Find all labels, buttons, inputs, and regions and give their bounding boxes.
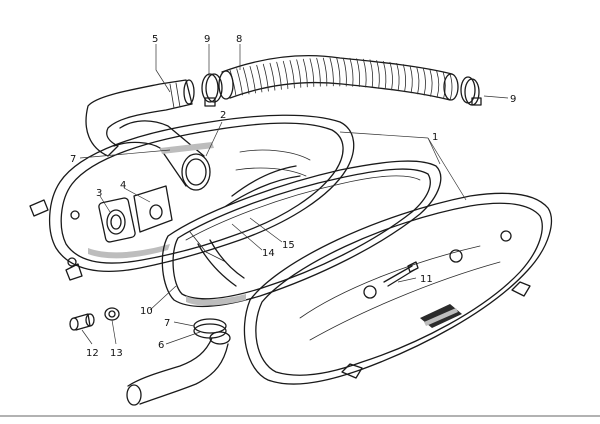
callout-5: 5 — [152, 34, 158, 45]
hose-clamp-left — [201, 73, 223, 107]
callout-9-right: 9 — [510, 94, 516, 105]
corrugated-hose — [218, 55, 459, 101]
callout-8: 8 — [236, 34, 242, 45]
callout-9-upper: 9 — [204, 34, 210, 45]
callout-14: 14 — [262, 248, 275, 259]
callout-3: 3 — [96, 188, 102, 199]
upper-housing-lid — [243, 192, 552, 385]
callout-6: 6 — [158, 340, 164, 351]
leader-lines — [0, 44, 600, 417]
connecting-tube — [113, 120, 211, 191]
callout-7-upper: 7 — [70, 154, 76, 165]
callout-2: 2 — [220, 110, 226, 121]
callout-1: 1 — [432, 132, 438, 143]
callout-15: 15 — [282, 240, 295, 251]
callout-labels: 1 2 3 4 5 6 7 7 8 9 9 10 11 12 13 14 15 — [70, 34, 516, 359]
hose-clamp-lower — [193, 318, 227, 339]
bolt-fitting-12 — [69, 313, 95, 331]
callout-13: 13 — [110, 348, 123, 359]
hose-clamp-right — [460, 76, 482, 106]
lower-housing — [29, 114, 355, 287]
intake-elbow — [85, 79, 195, 157]
filter-element — [161, 160, 442, 308]
callout-7-lower: 7 — [164, 318, 170, 329]
lower-intake-pipe — [126, 331, 231, 406]
callout-12: 12 — [86, 348, 99, 359]
callout-11: 11 — [420, 274, 433, 285]
callout-10: 10 — [140, 306, 153, 317]
grommet-13 — [104, 307, 120, 321]
callout-4: 4 — [120, 180, 126, 191]
